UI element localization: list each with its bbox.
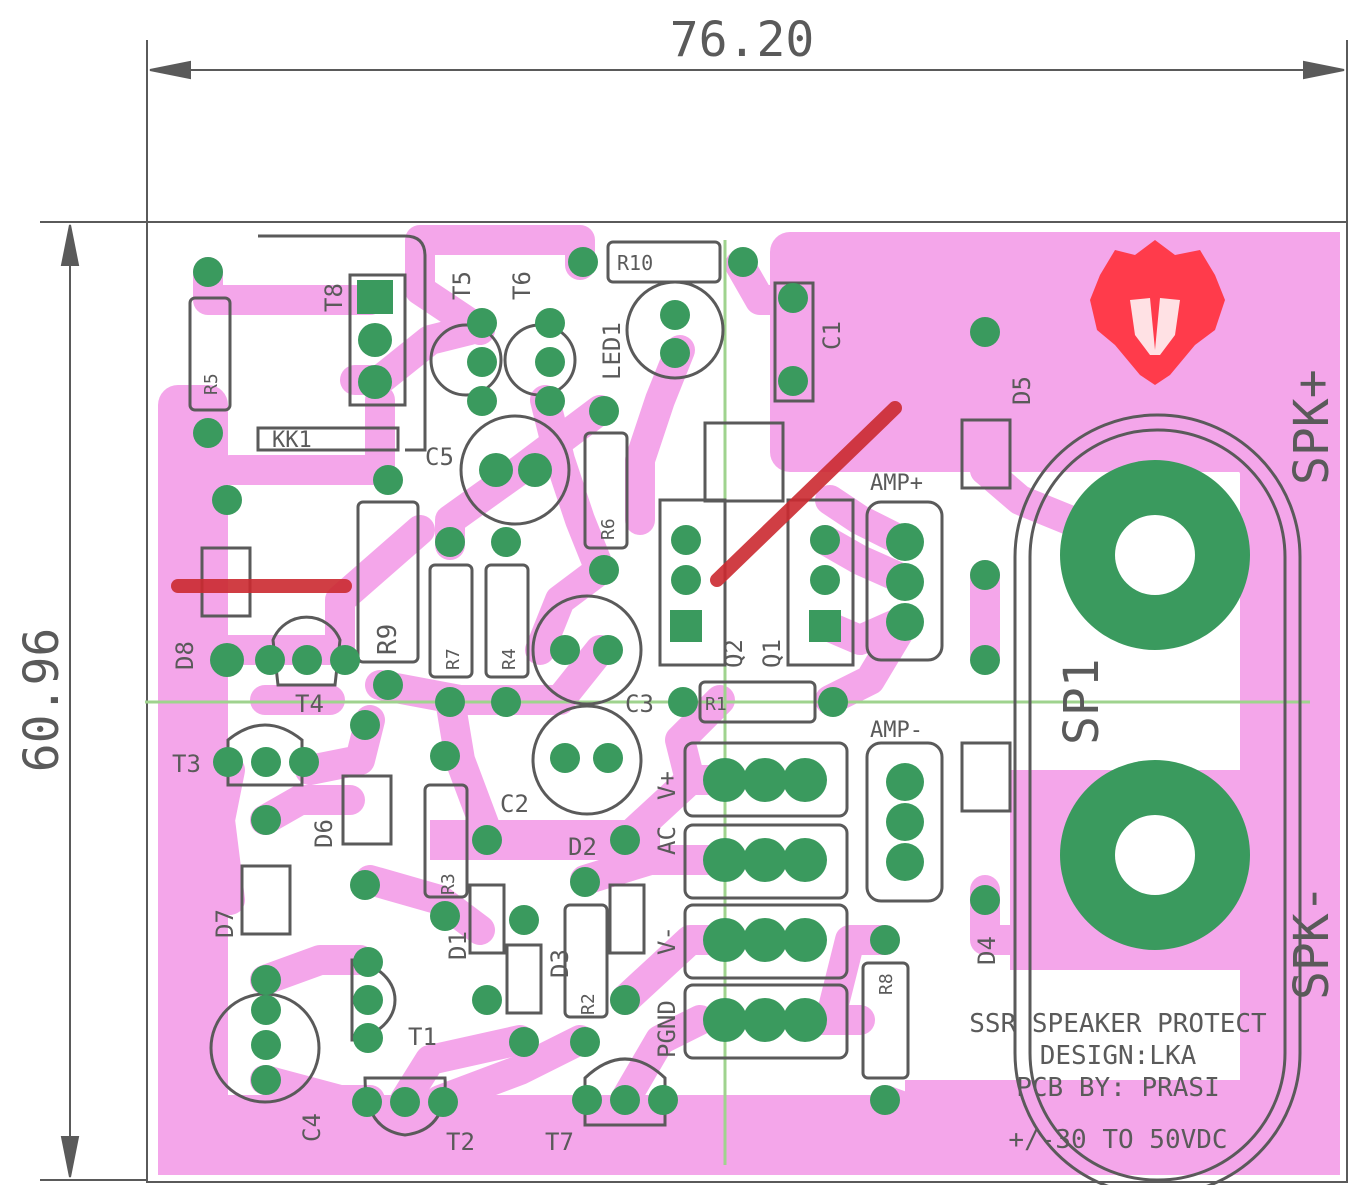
ref-t7: T7 — [545, 1128, 574, 1156]
ref-c5: C5 — [425, 443, 454, 471]
ref-d4: D4 — [973, 936, 1001, 965]
ref-d1: D1 — [444, 931, 472, 960]
ref-r7: R7 — [443, 648, 464, 670]
silkscreen — [188, 234, 1302, 1185]
ref-r4: R4 — [499, 648, 520, 670]
dimension-lines — [40, 40, 1348, 1181]
board-title-block: SSR SPEAKER PROTECT DESIGN:LKA PCB BY: P… — [969, 1009, 1267, 1155]
label-spk-minus: SPK- — [1284, 884, 1340, 1000]
ref-t5: T5 — [448, 271, 476, 300]
width-dimension: 76.20 — [670, 12, 815, 68]
ref-t6: T6 — [508, 271, 536, 300]
label-ac: AC — [653, 826, 681, 855]
ref-r5: R5 — [201, 373, 222, 395]
ref-d5: D5 — [1008, 376, 1036, 405]
lion-head-icon — [1090, 240, 1225, 385]
ref-d7: D7 — [211, 909, 239, 938]
ref-c2: C2 — [500, 790, 529, 818]
ref-c4: C4 — [298, 1113, 326, 1142]
title-line-3: PCB BY: PRASI — [1016, 1073, 1220, 1103]
label-v-plus: V+ — [653, 771, 681, 800]
ref-r3: R3 — [438, 873, 459, 895]
ref-t8: T8 — [320, 283, 348, 312]
ref-t3: T3 — [172, 750, 201, 778]
jumper-wires — [171, 401, 902, 593]
height-dimension: 60.96 — [14, 628, 70, 773]
ref-r8: R8 — [876, 973, 897, 995]
ref-c3: C3 — [625, 690, 654, 718]
ref-kk1: KK1 — [272, 428, 312, 453]
ref-q1: Q1 — [758, 639, 786, 668]
label-v-minus: V- — [653, 926, 681, 955]
label-amp-plus: AMP+ — [870, 471, 923, 496]
pads — [193, 247, 1250, 1117]
title-line-2: DESIGN:LKA — [1040, 1041, 1197, 1071]
label-sp1: SP1 — [1054, 658, 1110, 745]
ref-led1: LED1 — [598, 322, 626, 380]
ref-t4: T4 — [295, 690, 324, 718]
ref-d6: D6 — [310, 819, 338, 848]
ref-t1: T1 — [408, 1023, 437, 1051]
ref-r1: R1 — [705, 694, 727, 715]
power-terminals — [703, 758, 827, 1042]
connector-labels: SPK+ SPK- SP1 AMP+ AMP- V+ AC V- PGND — [653, 369, 1340, 1058]
ref-r6: R6 — [598, 518, 619, 540]
ref-d8: D8 — [171, 641, 199, 670]
label-pgnd: PGND — [653, 1000, 681, 1058]
ref-c1: C1 — [818, 321, 846, 350]
ref-d2: D2 — [568, 833, 597, 861]
title-line-1: SSR SPEAKER PROTECT — [969, 1009, 1267, 1039]
ref-t2: T2 — [446, 1128, 475, 1156]
ref-r2: R2 — [578, 993, 599, 1015]
label-spk-plus: SPK+ — [1284, 369, 1340, 485]
ref-r10: R10 — [617, 251, 653, 275]
reference-labels: R5 R10 R6 R9 R7 R4 R1 R3 R2 R8 C1 C2 C3 … — [171, 251, 1036, 1156]
ref-r9: R9 — [373, 624, 403, 655]
label-amp-minus: AMP- — [870, 718, 923, 743]
ref-q2: Q2 — [720, 639, 748, 668]
title-line-4: +/-30 TO 50VDC — [1008, 1125, 1227, 1155]
ref-d3: D3 — [546, 949, 574, 978]
